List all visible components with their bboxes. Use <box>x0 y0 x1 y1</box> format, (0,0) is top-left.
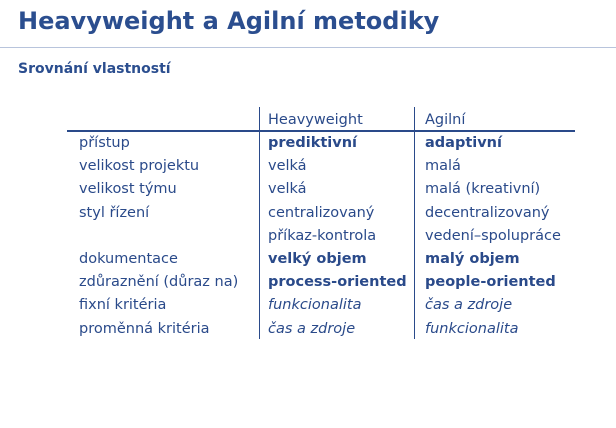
heavyweight-value: velká <box>268 158 307 174</box>
row-label: dokumentace <box>79 251 178 267</box>
header-rule <box>67 130 575 132</box>
column-divider-heavyweight <box>259 107 260 339</box>
agile-value: people-oriented <box>425 274 556 290</box>
row-label: zdůraznění (důraz na) <box>79 274 239 290</box>
agile-value: malý objem <box>425 251 520 267</box>
heavyweight-value: velká <box>268 181 307 197</box>
title-divider <box>0 47 616 48</box>
slide-title: Heavyweight a Agilní metodiky <box>18 7 440 35</box>
row-label: fixní kritéria <box>79 297 167 313</box>
heavyweight-value: prediktivní <box>268 135 358 151</box>
heavyweight-value: process-oriented <box>268 274 407 290</box>
header-agile: Agilní <box>425 112 466 128</box>
heavyweight-value: centralizovaný <box>268 205 375 221</box>
row-label: přístup <box>79 135 130 151</box>
header-heavyweight: Heavyweight <box>268 112 363 128</box>
agile-value: funkcionalita <box>425 321 519 337</box>
row-label: styl řízení <box>79 205 150 221</box>
agile-value: adaptivní <box>425 135 502 151</box>
column-divider-agile <box>414 107 415 339</box>
row-label: velikost projektu <box>79 158 200 174</box>
heavyweight-value: příkaz-kontrola <box>268 228 377 244</box>
heavyweight-value: čas a zdroje <box>268 321 356 337</box>
heavyweight-value: funkcionalita <box>268 297 362 313</box>
agile-value: vedení–spolupráce <box>425 228 561 244</box>
slide-subtitle: Srovnání vlastností <box>18 61 171 77</box>
row-label: proměnná kritéria <box>79 321 210 337</box>
agile-value: decentralizovaný <box>425 205 550 221</box>
agile-value: malá <box>425 158 461 174</box>
heavyweight-value: velký objem <box>268 251 367 267</box>
row-label: velikost týmu <box>79 181 177 197</box>
agile-value: čas a zdroje <box>425 297 513 313</box>
agile-value: malá (kreativní) <box>425 181 541 197</box>
